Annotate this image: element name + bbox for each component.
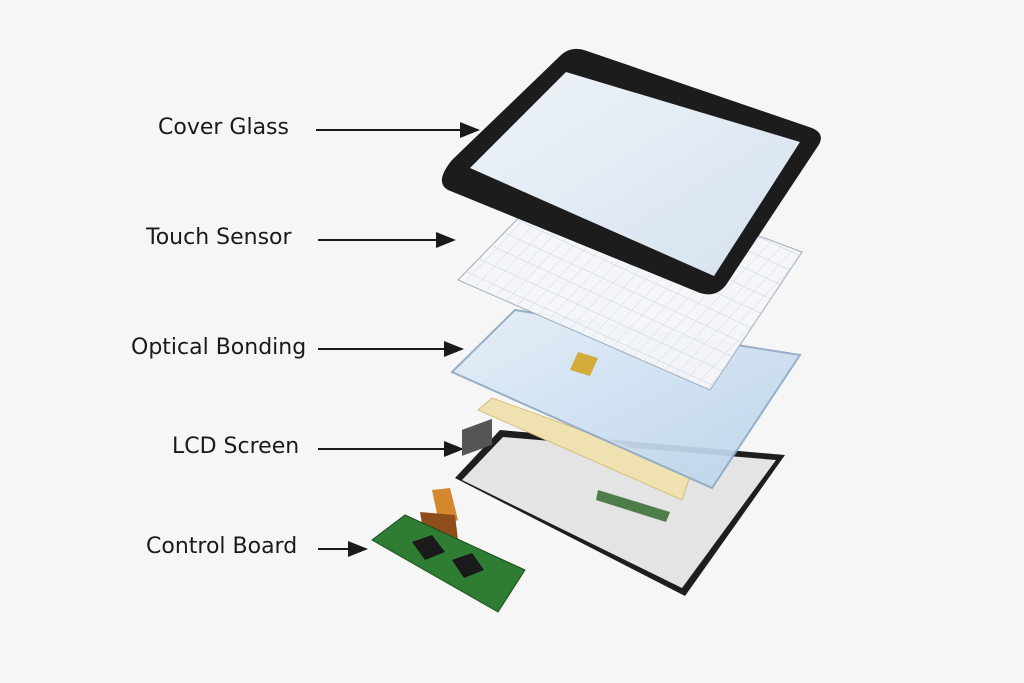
label-control-board: Control Board (146, 534, 298, 559)
leader-arrows (316, 122, 480, 557)
label-touch-sensor: Touch Sensor (146, 225, 292, 250)
layer-cover-glass (441, 48, 821, 295)
label-cover-glass: Cover Glass (158, 115, 289, 140)
layer-control-board (371, 488, 526, 613)
label-optical-bonding: Optical Bonding (131, 335, 307, 360)
label-lcd-screen: LCD Screen (172, 434, 300, 459)
